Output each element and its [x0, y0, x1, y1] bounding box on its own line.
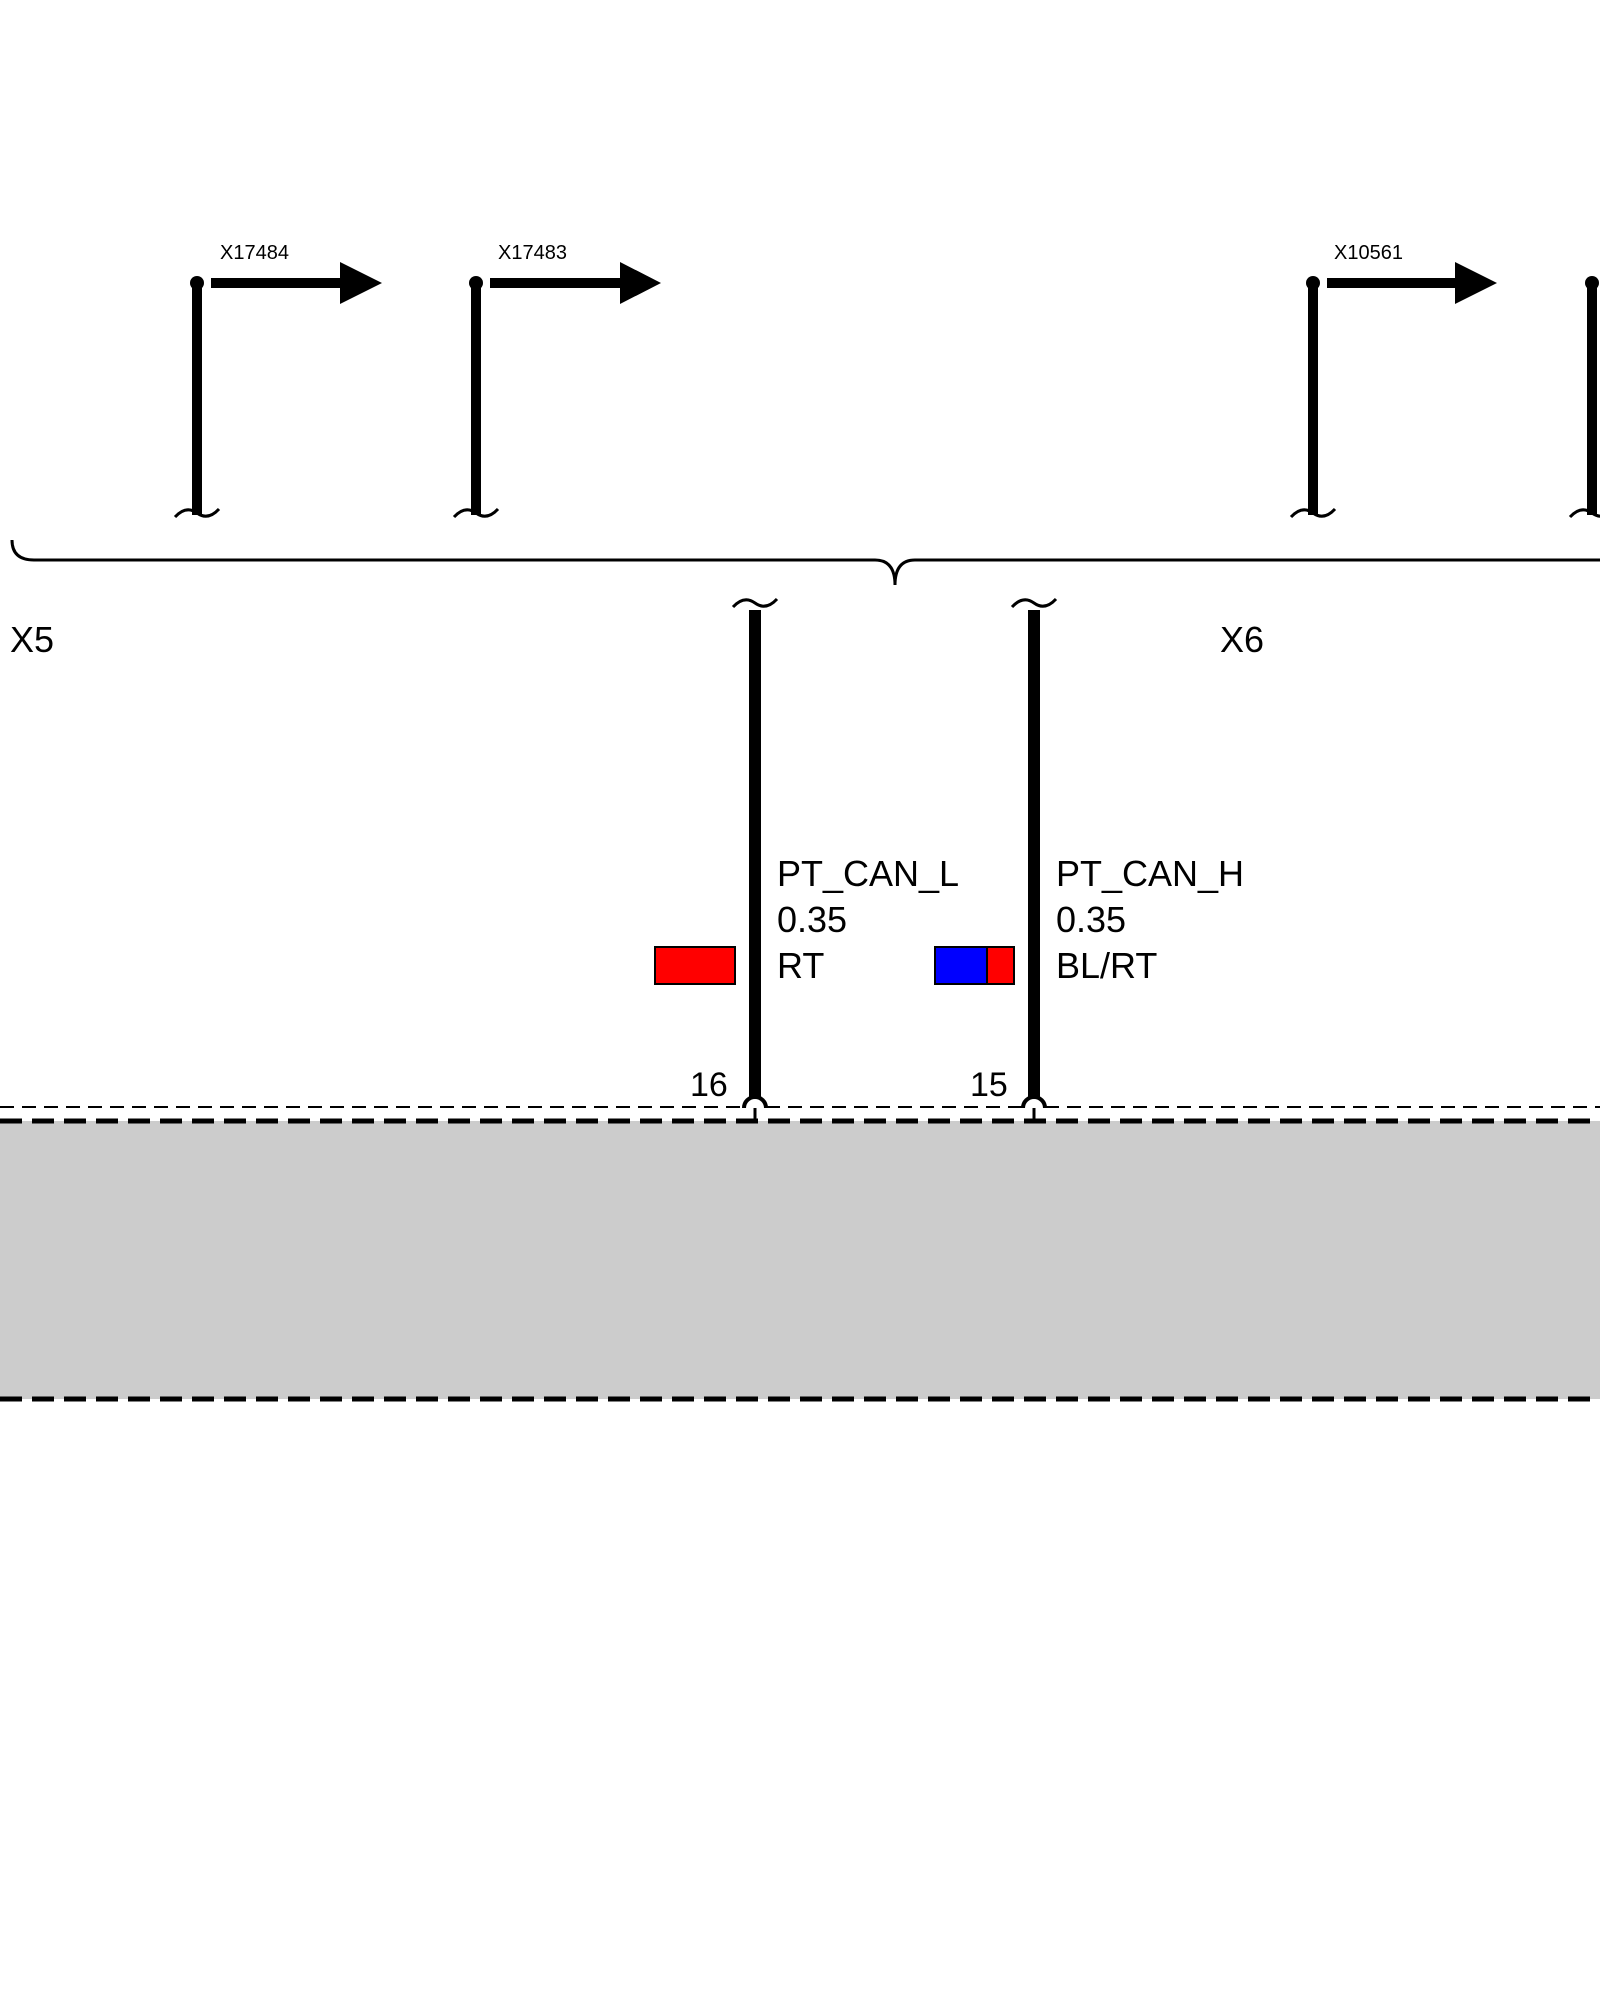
reference-label-1: X17484 [220, 242, 289, 264]
connector-brace [10, 539, 1600, 586]
connector-label-right: X6 [1220, 619, 1264, 660]
module-housing [0, 1121, 1600, 1399]
wire-2-gauge: 0.35 [1056, 899, 1126, 940]
reference-stub-2[interactable]: X17483 [452, 242, 661, 519]
wire-1-color-code: RT [777, 945, 824, 986]
wire-1-pin-number: 16 [690, 1066, 728, 1104]
wire-2-signal: PT_CAN_H [1056, 853, 1244, 894]
reference-label-3: X10561 [1334, 242, 1403, 264]
wire-pt-can-h[interactable] [1010, 597, 1058, 1121]
connector-label-left: X5 [10, 619, 54, 660]
reference-stub-3[interactable]: X10561 [1289, 242, 1497, 519]
wire-1-color-swatch [654, 946, 736, 985]
wire-pt-can-l[interactable] [731, 597, 779, 1121]
wire-2-color-code: BL/RT [1056, 945, 1157, 986]
reference-label-2: X17483 [498, 242, 567, 264]
reference-stub-1[interactable]: X17484 [173, 242, 382, 519]
reference-stub-4[interactable] [1568, 276, 1600, 519]
wire-1-signal: PT_CAN_L [777, 853, 959, 894]
wire-2-pin-number: 15 [970, 1066, 1008, 1104]
wire-1-gauge: 0.35 [777, 899, 847, 940]
wire-2-color-swatch [934, 946, 1015, 985]
